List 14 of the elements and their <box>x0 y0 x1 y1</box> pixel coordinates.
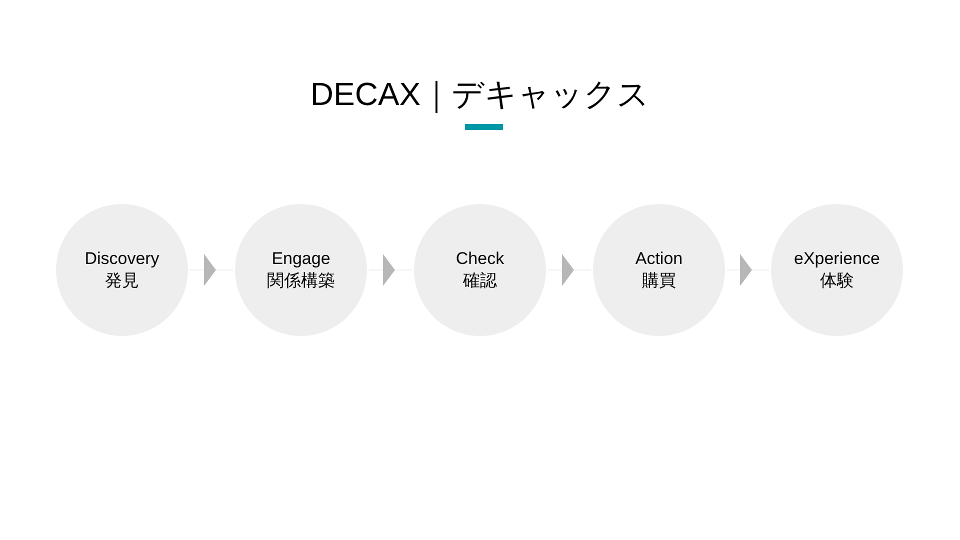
title: DECAX｜デキャックス <box>310 76 650 112</box>
step-name-japanese: 確認 <box>463 270 497 292</box>
step-name: Action <box>635 248 683 270</box>
step-name-japanese: 関係構築 <box>267 270 335 292</box>
step-name: Engage <box>272 248 330 270</box>
step-name-japanese: 体験 <box>820 270 854 292</box>
step-name-japanese: 購買 <box>642 270 676 292</box>
step-name: Discovery <box>84 248 160 270</box>
chevron-arrow <box>548 254 592 286</box>
step-name-japanese: 発見 <box>105 270 139 292</box>
chevron-arrow <box>190 254 234 286</box>
step-name: Check <box>456 248 504 270</box>
chevron-arrow <box>368 254 412 286</box>
step-name: eXperience <box>794 248 880 270</box>
